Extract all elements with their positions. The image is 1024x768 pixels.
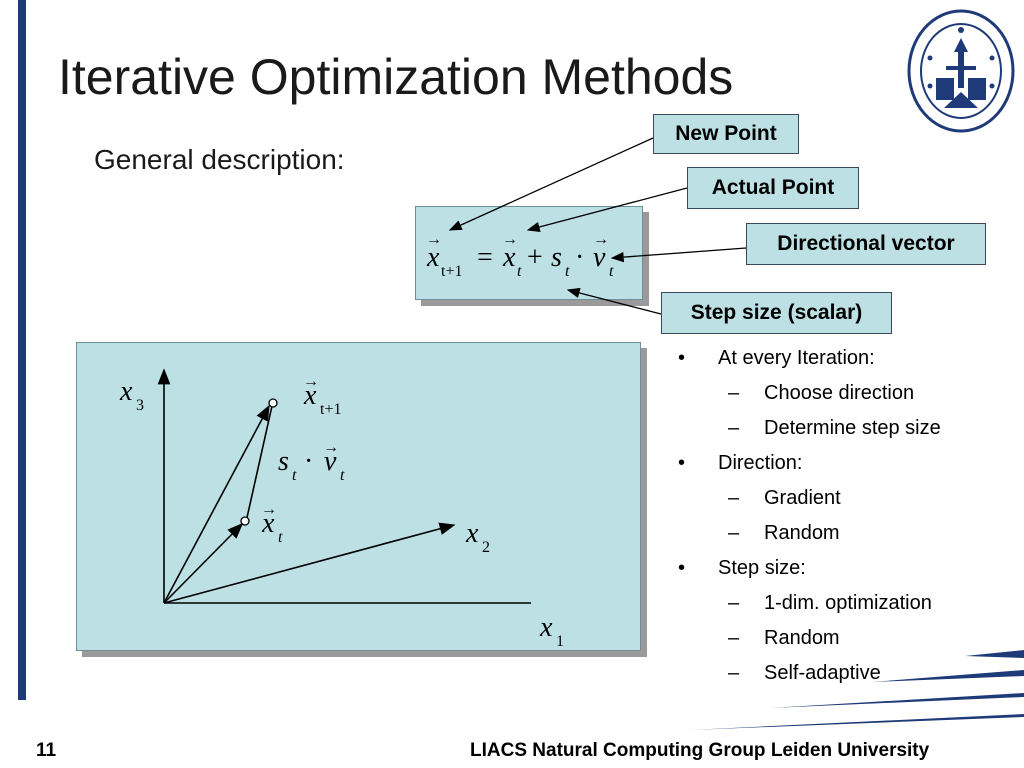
arrow-directional-vector — [610, 247, 747, 263]
label-xt1-arrow: → — [303, 373, 319, 390]
callout-step-size: Step size (scalar) — [661, 292, 892, 334]
footer-text: LIACS Natural Computing Group Leiden Uni… — [470, 740, 930, 761]
label-x1: x — [539, 612, 553, 643]
list-item: –Choose direction — [728, 382, 915, 404]
slide-number: 11 — [36, 740, 57, 761]
label-x1-sub: 1 — [556, 633, 564, 649]
label-xt-arrow: → — [261, 501, 277, 518]
eq-v: v — [593, 242, 606, 273]
label-step-s-sub: t — [292, 467, 297, 484]
point-xt — [240, 516, 250, 526]
label-x3-sub: 3 — [136, 397, 144, 414]
section-subtitle: General description: — [94, 144, 345, 175]
eq-v-sub: t — [609, 263, 614, 280]
left-accent-bar — [18, 0, 26, 700]
eq-x-current-sub: t — [517, 263, 522, 280]
label-x2-sub: 2 — [482, 539, 490, 556]
point-xt1 — [268, 398, 278, 408]
label-xt1-sub: t+1 — [320, 401, 341, 418]
list-item: •Step size: — [678, 557, 806, 579]
diagram-box — [76, 342, 641, 651]
label-step-v: v — [324, 446, 337, 477]
list-item: –Random — [728, 522, 840, 544]
label-x2: x — [465, 518, 479, 549]
university-seal-logo — [907, 9, 1015, 133]
slide-title: Iterative Optimization Methods — [58, 49, 734, 105]
callout-new-point: New Point — [653, 114, 799, 154]
list-item: –Gradient — [728, 487, 841, 509]
callout-actual-point: Actual Point — [687, 167, 859, 209]
eq-x-next: x — [426, 242, 440, 273]
list-item: •Direction: — [678, 452, 803, 474]
equation: x t+1 = x t + s t · v t → → → — [426, 231, 614, 280]
label-xt-sub: t — [278, 529, 283, 546]
list-item: –Random — [728, 627, 840, 649]
arrow-actual-point — [526, 187, 688, 233]
eq-vector-arrow-2: → — [502, 231, 518, 248]
label-step-s: s — [278, 446, 289, 477]
arrow-step-size — [566, 287, 662, 315]
label-xt1: x — [303, 380, 317, 411]
list-item: •At every Iteration: — [678, 347, 875, 369]
label-step-v-sub: t — [340, 467, 345, 484]
arrow-new-point — [448, 137, 654, 231]
eq-s: s — [551, 242, 562, 273]
eq-equals: = — [477, 242, 493, 273]
vector-to-xt1 — [163, 404, 270, 604]
callout-directional-vector: Directional vector — [746, 223, 986, 265]
list-item: –Determine step size — [728, 417, 941, 439]
label-step-dot: · — [304, 446, 313, 477]
eq-dot: · — [575, 242, 584, 273]
list-item: –1-dim. optimization — [728, 592, 932, 614]
label-x3: x — [119, 376, 133, 407]
eq-vector-arrow-1: → — [426, 231, 442, 248]
vector-to-xt — [163, 522, 244, 604]
label-step-v-arrow: → — [323, 439, 339, 456]
eq-x-current: x — [502, 242, 516, 273]
step-vector — [245, 405, 273, 523]
vector-diagram: x 3 x 2 x 1 x t+1 → x t → s t · v t → — [119, 368, 564, 649]
axis-x2 — [163, 522, 456, 604]
eq-s-sub: t — [565, 263, 570, 280]
list-item: –Self-adaptive — [728, 662, 881, 684]
eq-plus: + — [527, 242, 543, 273]
bullet-list: •At every Iteration: –Choose direction –… — [678, 345, 941, 695]
eq-vector-arrow-3: → — [593, 231, 609, 248]
label-xt: x — [261, 508, 275, 539]
eq-x-next-sub: t+1 — [441, 263, 462, 280]
